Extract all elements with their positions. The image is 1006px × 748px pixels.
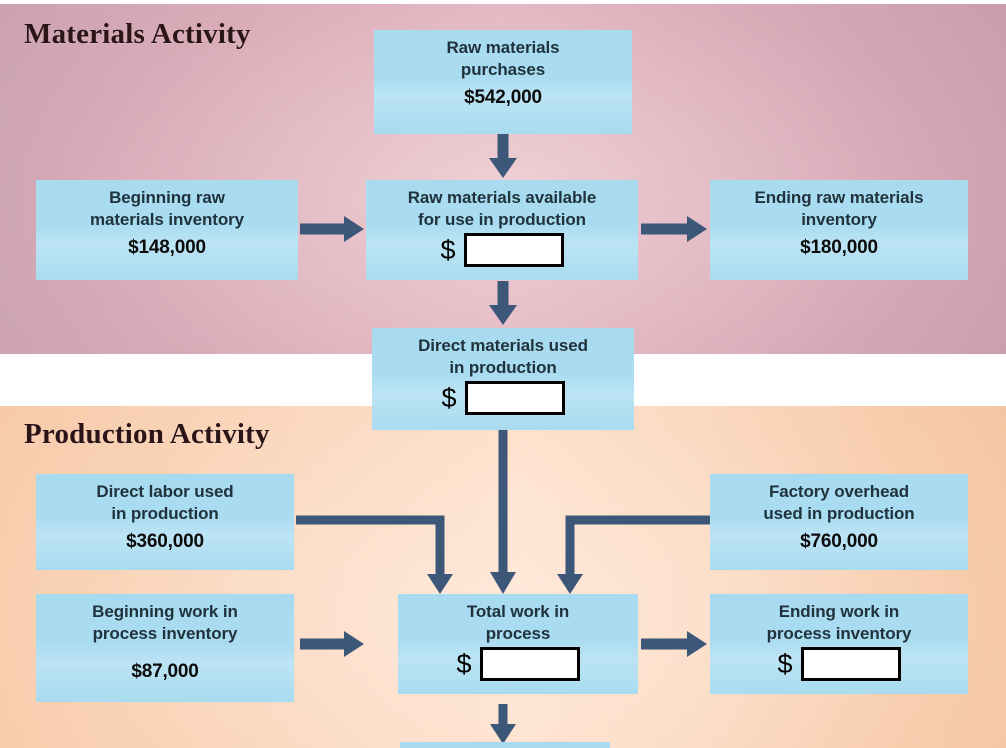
node-direct-materials-used: Direct materials used in production $ [372, 328, 634, 430]
node-label: Ending work in process inventory [766, 602, 912, 644]
answer-blank-row: $ [372, 381, 634, 416]
node-label: Factory overhead used in production [763, 482, 915, 524]
connector-factory-overhead-to-total-wip [552, 512, 714, 596]
connector-purchases-to-available [486, 132, 520, 180]
node-label: Direct labor used in production [96, 482, 234, 524]
node-total-work-in-process: Total work in process $ [398, 594, 638, 694]
node-raw-materials-purchases: Raw materials purchases $542,000 [374, 30, 632, 134]
node-ending-work-in-process: Ending work in process inventory $ [710, 594, 968, 694]
direct-materials-used-input[interactable] [464, 381, 565, 416]
answer-blank-row: $ [710, 647, 968, 682]
node-value: $87,000 [131, 661, 199, 683]
node-label: Direct materials used in production [418, 336, 588, 378]
node-label: Beginning work in process inventory [92, 602, 238, 644]
node-value: $542,000 [464, 87, 542, 109]
cost-of-goods-manufactured-box-partial [400, 742, 610, 748]
node-beginning-work-in-process: Beginning work in process inventory $87,… [36, 594, 294, 702]
connector-available-to-ending-rm [641, 211, 709, 247]
node-label: Total work in process [466, 602, 570, 644]
node-label: Raw materials purchases [446, 38, 560, 80]
node-value: $360,000 [126, 531, 204, 553]
node-label: Beginning raw materials inventory [90, 188, 244, 230]
connector-beginning-wip-to-total-wip [300, 626, 366, 662]
currency-symbol: $ [440, 234, 456, 265]
ending-work-in-process-input[interactable] [800, 647, 901, 682]
currency-symbol: $ [441, 382, 457, 413]
node-direct-labor-used: Direct labor used in production $360,000 [36, 474, 294, 570]
node-label: Raw materials available for use in produ… [407, 188, 597, 230]
connector-beginning-rm-to-available [300, 211, 366, 247]
node-value: $760,000 [800, 531, 878, 553]
node-value: $180,000 [800, 237, 878, 259]
node-factory-overhead-used: Factory overhead used in production $760… [710, 474, 968, 570]
connector-dm-used-to-total-wip [487, 428, 519, 596]
total-work-in-process-input[interactable] [479, 647, 580, 682]
answer-blank-row: $ [398, 647, 638, 682]
production-activity-heading: Production Activity [24, 418, 270, 450]
node-label: Ending raw materials inventory [754, 188, 924, 230]
currency-symbol: $ [456, 648, 472, 679]
answer-blank-row: $ [366, 233, 638, 268]
node-value: $148,000 [128, 237, 206, 259]
node-ending-raw-materials-inventory: Ending raw materials inventory $180,000 [710, 180, 968, 280]
connector-total-wip-to-cogm [487, 704, 519, 748]
currency-symbol: $ [777, 648, 793, 679]
connector-total-wip-to-ending-wip [641, 626, 709, 662]
node-beginning-raw-materials-inventory: Beginning raw materials inventory $148,0… [36, 180, 298, 280]
node-raw-materials-available: Raw materials available for use in produ… [366, 180, 638, 280]
connector-direct-labor-to-total-wip [296, 512, 456, 596]
connector-available-to-dm-used [486, 281, 520, 327]
raw-materials-available-input[interactable] [463, 233, 564, 268]
materials-activity-heading: Materials Activity [24, 18, 251, 50]
